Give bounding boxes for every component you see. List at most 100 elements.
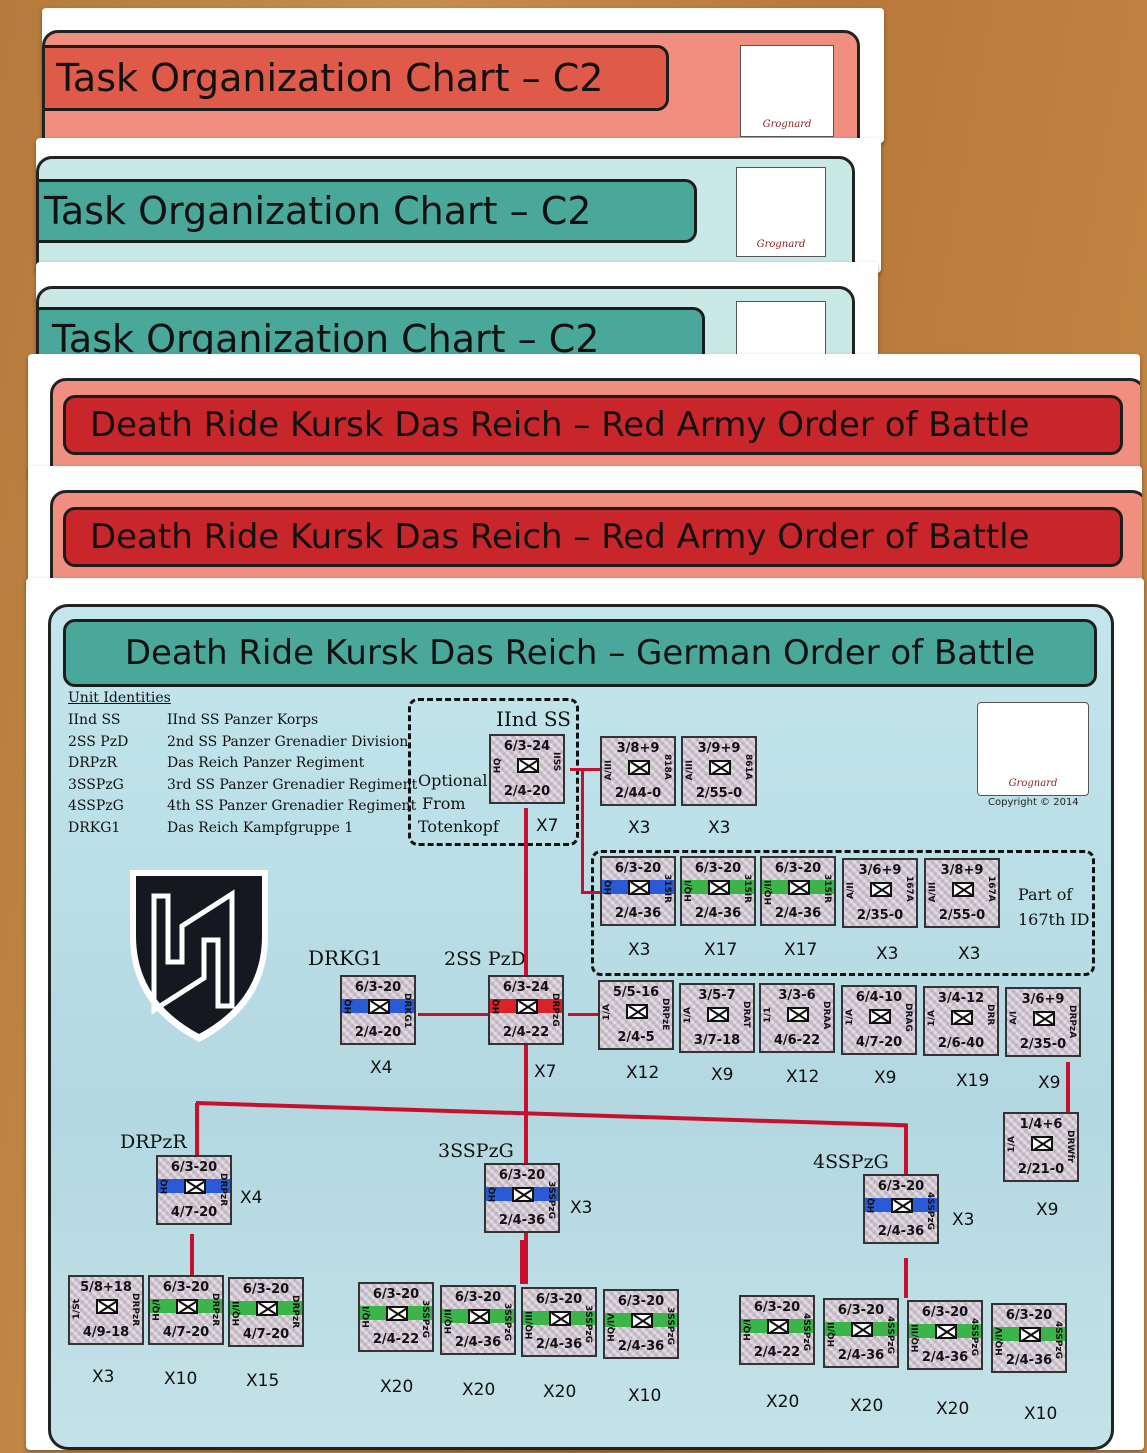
unit-echelon: HQ/II xyxy=(764,880,774,905)
connector-line xyxy=(581,768,584,893)
infantry-symbol-icon xyxy=(870,882,892,897)
unit-designation: 4SSPzG xyxy=(925,1192,935,1230)
unit-echelon: 1/St xyxy=(72,1299,82,1319)
unit-bottom-value: 4/7-20 xyxy=(158,1205,230,1220)
unit-echelon: HQ/I xyxy=(152,1299,162,1321)
connector-line xyxy=(581,891,601,894)
unit-counter-drag: 6/4-104/7-201/ADRAG xyxy=(841,985,917,1055)
unit-echelon: HQ/III xyxy=(911,1324,921,1353)
unit-echelon: 1/A xyxy=(1007,1136,1017,1153)
unit-echelon: 1/A xyxy=(602,1004,612,1021)
infantry-symbol-icon xyxy=(517,758,539,773)
unit-count-inf-315a: X17 xyxy=(704,940,737,960)
unit-bottom-value: 2/35-0 xyxy=(1007,1037,1079,1052)
unit-count-drr: X19 xyxy=(956,1071,989,1091)
unit-echelon: A/I xyxy=(1009,1011,1019,1025)
red-sheet-1-frame: Death Ride Kursk Das Reich – Red Army Or… xyxy=(50,378,1140,479)
connector-line xyxy=(1066,1062,1070,1114)
unit-counter-art-167a: 3/6+92/35-0A/II167A xyxy=(842,858,918,928)
unit-echelon: HQ/IV xyxy=(995,1327,1005,1356)
unit-count-pzg4-1: X20 xyxy=(766,1392,799,1412)
unit-designation: 4SSPzG xyxy=(885,1316,895,1354)
infantry-symbol-icon xyxy=(767,1319,789,1334)
unit-designation: 818A xyxy=(662,754,672,780)
unit-designation: DRPzE xyxy=(660,998,670,1030)
unit-counter-drkg1-hq: 6/3-202/4-20HQDRKG1 xyxy=(340,975,416,1045)
unit-count-drpzr-2: X10 xyxy=(164,1369,197,1389)
unit-echelon: HQ xyxy=(867,1198,877,1213)
unit-count-pzg4-hq: X3 xyxy=(952,1210,974,1230)
unit-count-drat: X9 xyxy=(711,1065,733,1085)
infantry-symbol-icon xyxy=(1019,1327,1041,1342)
unit-designation: 315IR xyxy=(662,874,672,903)
unit-bottom-value: 2/4-5 xyxy=(600,1030,672,1045)
infantry-symbol-icon xyxy=(788,880,810,895)
unit-designation: 3SSPzG xyxy=(665,1307,675,1345)
infantry-symbol-icon xyxy=(368,999,390,1014)
c2-sheet-3-logo xyxy=(736,301,826,362)
unit-count-drpzr-hq: X4 xyxy=(240,1188,262,1208)
infantry-symbol-icon xyxy=(176,1299,198,1314)
unit-counter-pzg3-1: 6/3-202/4-22HQ/I3SSPzG xyxy=(358,1282,434,1352)
unit-designation: DRAA xyxy=(821,1001,831,1029)
unit-bottom-value: 2/21-0 xyxy=(1005,1162,1077,1177)
unit-bottom-value: 3/7-18 xyxy=(681,1033,753,1048)
connector-line xyxy=(195,1103,199,1159)
unit-count-pzg3-hq: X3 xyxy=(570,1198,592,1218)
unit-echelon: HQ xyxy=(604,880,614,895)
german-title-band: Death Ride Kursk Das Reich – German Orde… xyxy=(63,619,1097,687)
unit-designation: 167A xyxy=(986,876,996,902)
infantry-symbol-icon xyxy=(512,1187,534,1202)
unit-echelon: HQ/I xyxy=(362,1306,372,1328)
unit-echelon: HQ/II xyxy=(444,1309,454,1334)
unit-count-draa: X12 xyxy=(786,1067,819,1087)
unit-designation: 315IR xyxy=(742,874,752,903)
c2-sheet-1-frame: Task Organization Chart – C2 Grognard xyxy=(42,30,860,143)
infantry-symbol-icon xyxy=(851,1322,873,1337)
copyright-text: Copyright © 2014 xyxy=(988,797,1079,808)
c2-sheet-2-band: Task Organization Chart – C2 xyxy=(36,179,697,243)
red-sheet-2-title: Death Ride Kursk Das Reich – Red Army Or… xyxy=(90,517,1029,557)
unit-designation: 3SSPzG xyxy=(583,1305,593,1343)
legend-heading: Unit Identities xyxy=(68,690,417,712)
unit-counter-hq-315: 6/3-202/4-36HQ315IR xyxy=(600,856,676,926)
unit-echelon: A/III xyxy=(685,760,695,780)
c2-sheet-1: Task Organization Chart – C2 Grognard xyxy=(42,8,884,143)
unit-bottom-value: 2/44-0 xyxy=(602,786,674,801)
unit-designation: DRPzR xyxy=(218,1173,228,1206)
connector-line xyxy=(568,1013,598,1016)
unit-bottom-value: 4/7-20 xyxy=(843,1035,915,1050)
infantry-symbol-icon xyxy=(256,1301,278,1316)
unit-echelon: HQ/I xyxy=(743,1319,753,1341)
unit-count-iind-ss-hq: X7 xyxy=(536,816,558,836)
unit-bottom-value: 2/6-40 xyxy=(925,1036,997,1051)
legend-row: 4SSPzG4th SS Panzer Grenadier Regiment xyxy=(68,798,417,820)
unit-bottom-value: 2/4-36 xyxy=(762,906,834,921)
unit-counter-pzg4-4: 6/3-202/4-36HQ/IV4SSPzG xyxy=(991,1303,1067,1373)
iind-ss-label: IInd SS xyxy=(496,707,571,731)
unit-count-art-167a: X3 xyxy=(876,944,898,964)
unit-counter-iind-ss-hq: 6/3-242/4-20HQIISS xyxy=(489,734,565,804)
unit-designation: 3SSPzG xyxy=(546,1181,556,1219)
unit-count-drpza: X9 xyxy=(1038,1073,1060,1093)
unit-echelon: HQ xyxy=(344,999,354,1014)
unit-counter-pzg3-2: 6/3-202/4-36HQ/II3SSPzG xyxy=(440,1285,516,1355)
unit-designation: 315IR xyxy=(822,874,832,903)
drkg1-label: DRKG1 xyxy=(308,946,383,970)
unit-echelon: HQ/III xyxy=(525,1311,535,1340)
unit-echelon: 1/A xyxy=(927,1010,937,1027)
unit-counter-drat: 3/5-73/7-181/ADRAT xyxy=(679,983,755,1053)
from-label: From xyxy=(422,794,466,813)
unit-designation: 4SSPzG xyxy=(969,1318,979,1356)
infantry-symbol-icon xyxy=(628,880,650,895)
unit-count-drkg1-hq: X4 xyxy=(370,1058,392,1078)
connector-line xyxy=(904,1124,908,1176)
unit-designation: 167A xyxy=(904,876,914,902)
unit-counter-art-818: 3/8+92/44-0A/III818A xyxy=(600,736,676,806)
unit-bottom-value: 2/55-0 xyxy=(926,908,998,923)
das-reich-shield-icon xyxy=(124,866,274,1046)
